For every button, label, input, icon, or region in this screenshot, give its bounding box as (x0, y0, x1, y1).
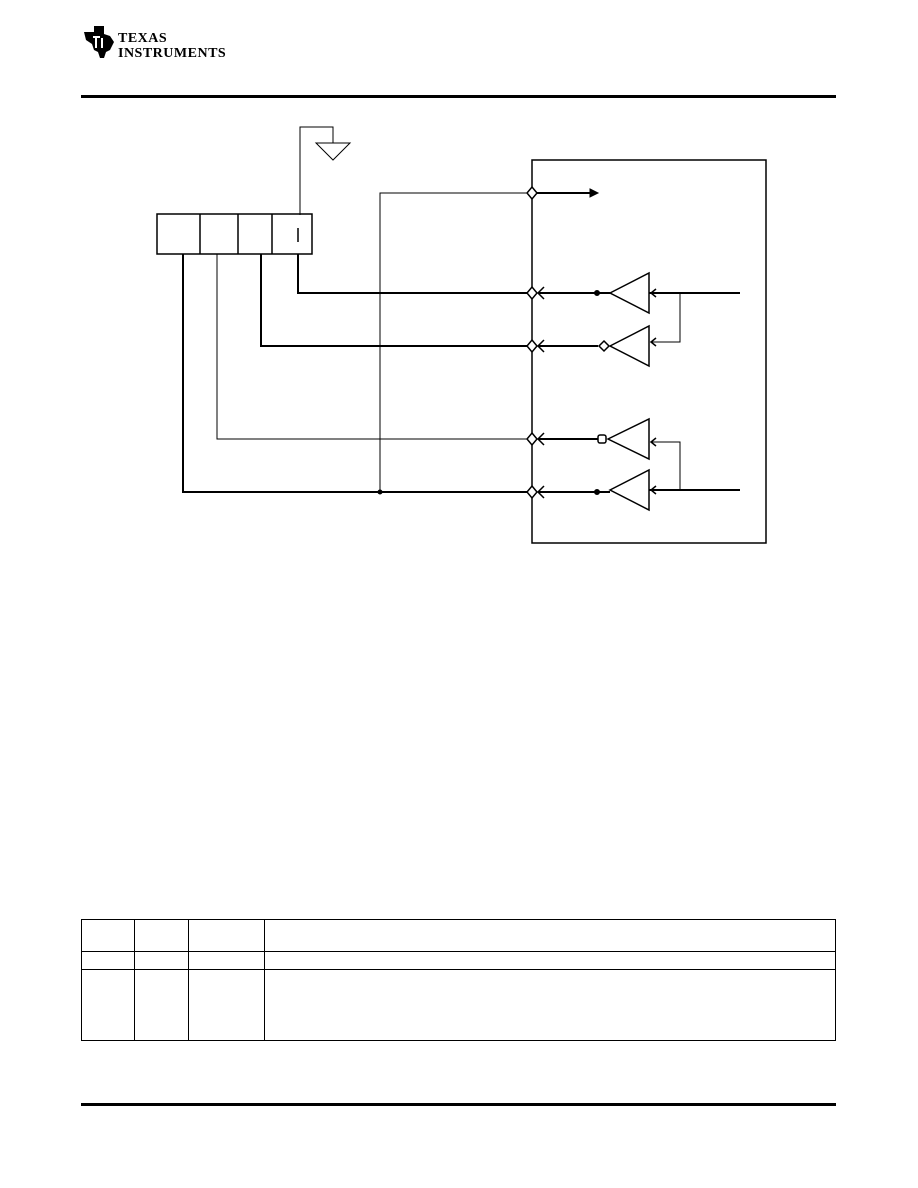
table-cell (134, 969, 189, 1041)
logo-text-line1: Texas (118, 31, 168, 46)
register-table (81, 919, 836, 1041)
table-cell (188, 951, 265, 970)
channel-3 (216, 254, 681, 490)
table-cell (264, 919, 836, 952)
table-cell (264, 951, 836, 970)
header-rule (81, 95, 836, 98)
channel-1 (297, 254, 740, 315)
table-row (81, 951, 836, 970)
table-cell (134, 951, 189, 970)
table-cell (134, 919, 189, 952)
table-cell (81, 951, 135, 970)
channel-2 (260, 254, 681, 368)
table-cell (81, 919, 135, 952)
ground-symbol (299, 126, 352, 215)
logo-text-line2: Instruments (118, 46, 227, 61)
table-cell (264, 969, 836, 1041)
table-cell (81, 969, 135, 1041)
register-box (156, 213, 313, 255)
table-cell (188, 919, 265, 952)
table-header-row (81, 919, 836, 952)
block-diagram (156, 126, 767, 544)
output-signal (377, 185, 600, 495)
table-row (81, 969, 836, 1041)
ti-state-logo-icon (84, 26, 114, 58)
channel-4 (182, 254, 740, 512)
table-cell (188, 969, 265, 1041)
ti-logo-icon (84, 26, 114, 58)
footer-rule (81, 1103, 836, 1106)
